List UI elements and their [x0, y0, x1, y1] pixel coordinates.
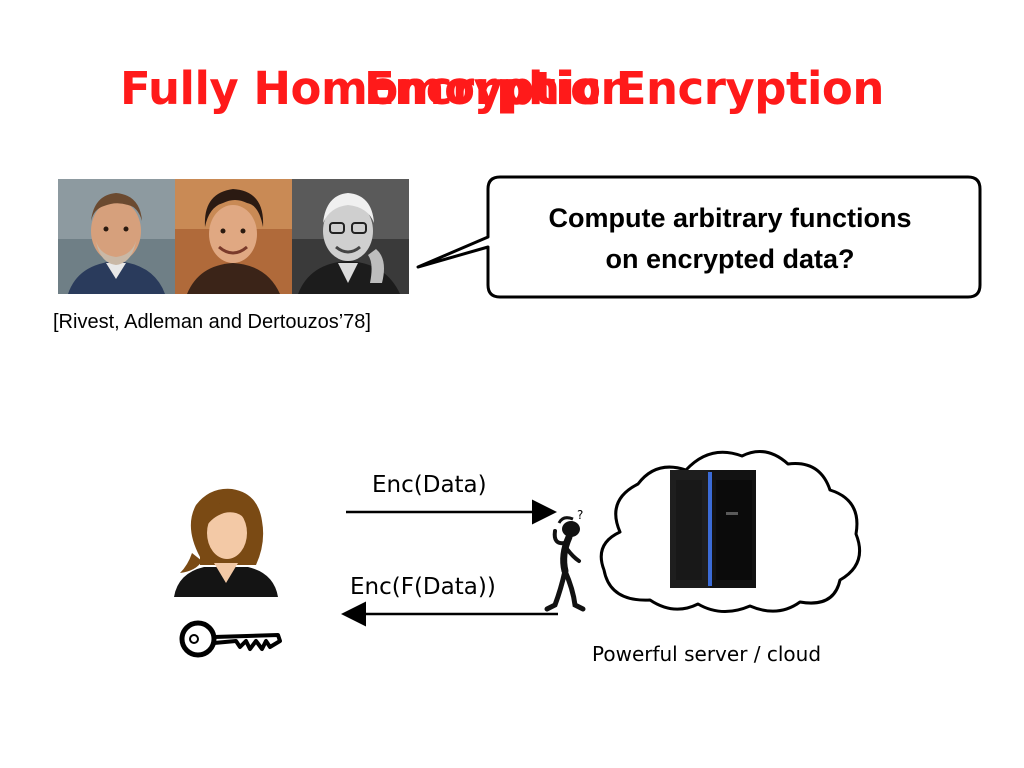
arrows	[341, 499, 558, 627]
server-label: Powerful server / cloud	[592, 642, 822, 666]
portrait-row	[58, 179, 410, 294]
svg-text:?: ?	[577, 508, 583, 522]
bubble-line-2: on encrypted data?	[605, 244, 855, 274]
portrait-1	[58, 179, 175, 294]
speech-bubble	[416, 175, 982, 299]
key-icon	[179, 620, 282, 658]
title-ghost-text: Encryption	[364, 62, 633, 115]
confused-stick-figure-icon: ?	[544, 508, 586, 612]
bubble-line-1: Compute arbitrary functions	[548, 203, 912, 233]
citation: [Rivest, Adleman and Dertouzos’78]	[53, 311, 371, 333]
enc-data-label: Enc(Data)	[372, 472, 487, 498]
person-photo-icon	[58, 179, 175, 294]
person-photo-icon	[175, 179, 292, 294]
cloud-icon	[599, 450, 861, 613]
enc-f-data-label: Enc(F(Data))	[350, 574, 496, 600]
portrait-3	[292, 179, 409, 294]
title-text: Fully Homomorphic Encryption	[120, 62, 884, 115]
portrait-2	[175, 179, 292, 294]
bubble-text: Compute arbitrary functions on encrypted…	[480, 198, 980, 280]
server-rack-icon	[670, 470, 756, 588]
woman-avatar-icon	[170, 487, 282, 597]
person-photo-icon	[292, 179, 409, 294]
